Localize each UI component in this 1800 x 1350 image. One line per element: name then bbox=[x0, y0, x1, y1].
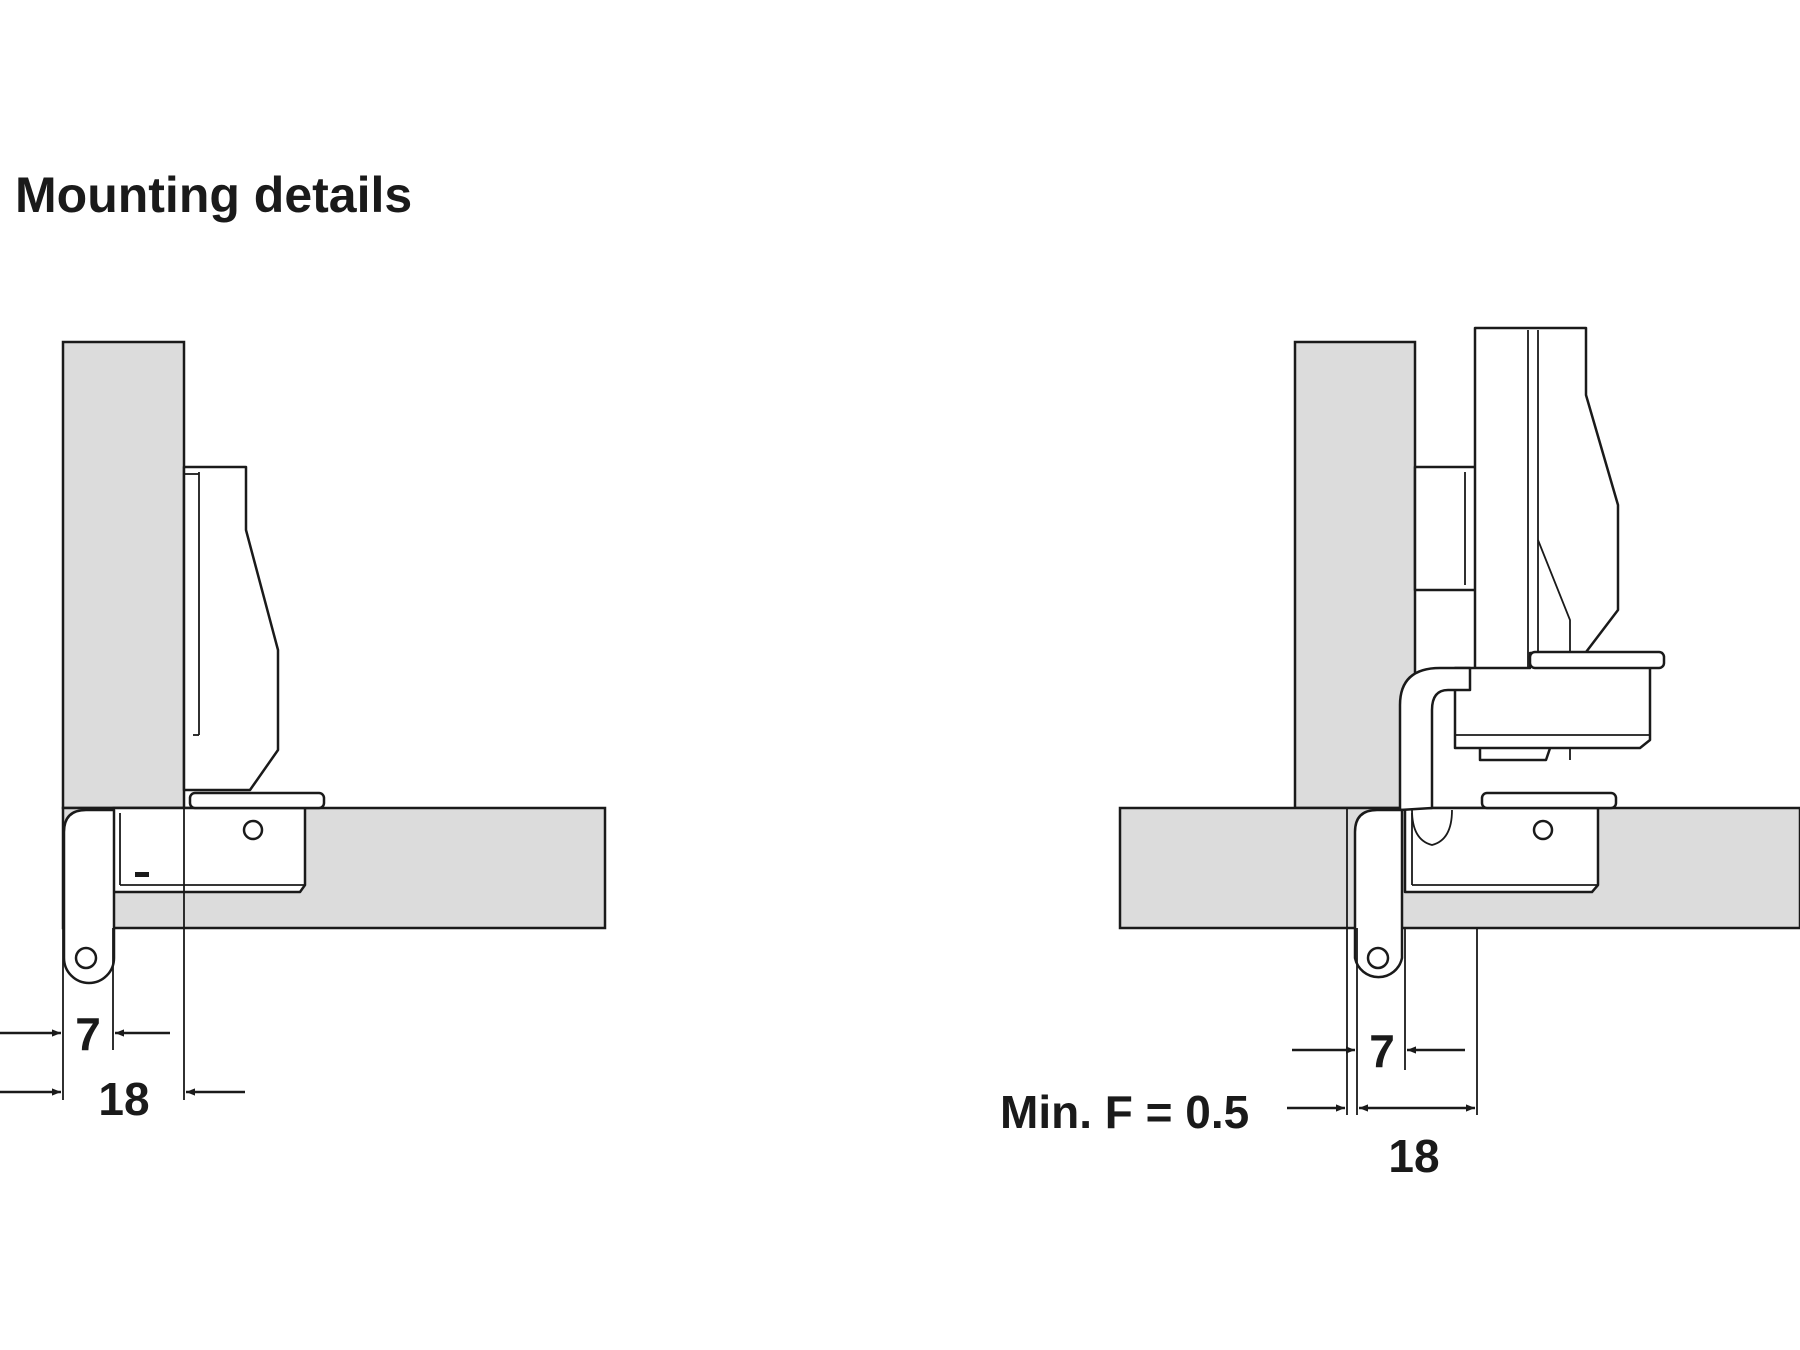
right-linkage bbox=[1398, 666, 1472, 812]
right-cup-flange bbox=[1480, 791, 1618, 810]
left-hinge-cup bbox=[111, 806, 307, 894]
left-side-panel bbox=[61, 340, 186, 810]
left-hinge-arm bbox=[62, 808, 116, 985]
left-dim-7: 7 bbox=[75, 1008, 101, 1060]
right-side-panel bbox=[1293, 340, 1417, 810]
left-detail: 7 18 bbox=[0, 340, 607, 1125]
right-hinge-cup bbox=[1403, 806, 1600, 894]
left-cup-flange bbox=[188, 791, 326, 810]
right-min-f-label: Min. F = 0.5 bbox=[1000, 1086, 1249, 1138]
right-dim-18: 18 bbox=[1388, 1130, 1439, 1182]
left-dim-18: 18 bbox=[98, 1073, 149, 1125]
right-detail: 7 Min. F = 0.5 18 bbox=[1000, 326, 1800, 1182]
right-dim-7: 7 bbox=[1369, 1025, 1395, 1077]
page-title: Mounting details bbox=[15, 167, 413, 223]
left-mounting-plate bbox=[182, 465, 280, 792]
right-hinge-arm bbox=[1353, 808, 1404, 979]
